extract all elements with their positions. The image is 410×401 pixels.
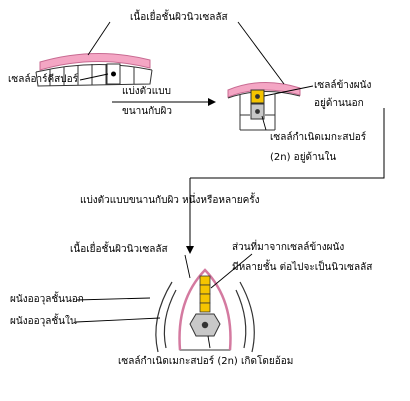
nucellus-step2	[227, 81, 301, 131]
parietal-derived-cell	[199, 284, 211, 295]
arrow-step2-to-step3	[190, 108, 385, 179]
parietal-derived-cell	[199, 302, 211, 313]
parietal-derived-cell	[199, 293, 211, 304]
leader-inner-integument	[75, 317, 161, 323]
leader-archesporial	[79, 73, 109, 81]
label-parietal-line2: อยู่ด้านนอก	[314, 98, 364, 109]
outer-integument-right	[239, 281, 255, 353]
label-derived-line1: ส่วนที่มาจากเซลล์ข้างผนัง	[232, 242, 345, 253]
label-archesporial-cell: เซลล์อาร์คีสปอร์	[8, 74, 78, 85]
inner-integument-right	[235, 289, 247, 349]
leader-parietal	[263, 85, 314, 97]
leader-megasporocyte	[207, 335, 211, 349]
sporogenous-nucleus	[255, 109, 260, 114]
inner-integument-left	[163, 289, 177, 349]
label-inner-integument: ผนังออวุลชั้นใน	[10, 316, 77, 327]
leader-lines	[75, 21, 314, 349]
leader-epidermis-top-step2	[237, 21, 285, 85]
label-parietal-line1: เซลล์ข้างผนัง	[314, 80, 372, 91]
label-sporogenous-line2: (2n) อยู่ด้านใน	[270, 152, 337, 163]
label-epidermis-top: เนื้อเยื่อชั้นผิวนิวเซลลัส	[130, 12, 228, 23]
epidermis-layer-step1	[39, 52, 151, 71]
label-epidermis-bottom: เนื้อเยื่อชั้นผิวนิวเซลลัส	[70, 244, 168, 255]
label-derived-line2: มีหลายชั้น ต่อไปจะเป็นนิวเซลลัส	[232, 262, 373, 273]
epidermis-layer-step3	[178, 268, 232, 351]
leader-epidermis-bottom	[184, 254, 191, 279]
label-outer-integument: ผนังออวุลชั้นนอก	[10, 294, 84, 305]
megasporocyte-nucleus	[201, 321, 209, 329]
parietal-derived-cell	[199, 275, 211, 286]
parietal-nucleus	[255, 94, 260, 99]
label-sporogenous-line1: เซลล์กำเนิดเมกะสปอร์	[270, 132, 367, 143]
connector-arrows	[112, 98, 385, 254]
ovule-step3	[155, 268, 255, 353]
label-divide-repeat: แบ่งตัวแบบขนานกับผิว หนึ่งหรือหลายครั้ง	[80, 195, 260, 206]
leader-derived	[210, 253, 253, 289]
parietal-derived-cells	[199, 275, 211, 313]
leader-outer-integument	[75, 297, 151, 301]
label-divide-line1: แบ่งตัวแบบ	[122, 86, 171, 97]
label-divide-line2: ขนานกับผิว	[122, 106, 172, 117]
label-megasporocyte: เซลล์กำเนิดเมกะสปอร์ (2n) เกิดโดยอ้อม	[118, 356, 294, 367]
archesporial-nucleus	[111, 71, 116, 77]
leader-epidermis-top	[87, 21, 111, 56]
outer-integument-left	[155, 281, 173, 353]
nucellus-cells-step1	[35, 63, 153, 87]
leader-sporogenous	[261, 115, 267, 131]
